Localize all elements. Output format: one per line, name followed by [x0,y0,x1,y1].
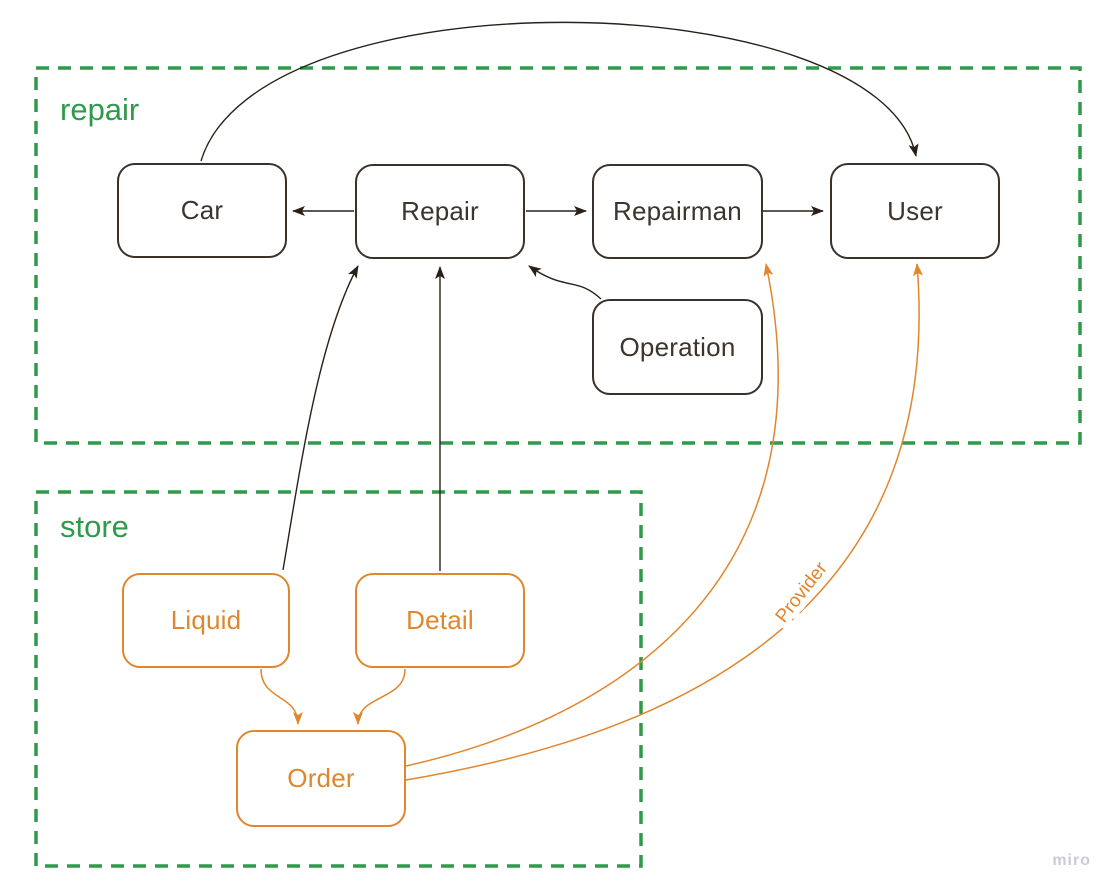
node-liquid-label: Liquid [170,605,242,635]
edge-operation-repair[interactable] [528,265,602,300]
edge-order-repairman[interactable] [405,263,779,767]
node-detail[interactable]: Detail [355,573,525,668]
node-car-label: Car [180,195,224,225]
node-operation-label: Operation [619,331,736,362]
node-liquid[interactable]: Liquid [122,573,290,668]
edge-order-user[interactable] [405,263,923,781]
node-order-label: Order [287,763,355,793]
node-repairman[interactable]: Repairman [592,164,763,259]
frame-label-store: store [60,509,129,544]
node-user-label: User [887,195,943,226]
node-detail-label: Detail [406,605,474,635]
edge-detail-order[interactable] [353,668,406,725]
node-repairman-label: Repairman [613,196,742,226]
node-car[interactable]: Car [117,163,287,258]
node-repair[interactable]: Repair [355,164,525,259]
edge-liquid-repair[interactable] [282,265,359,571]
node-repair-label: Repair [401,196,479,226]
miro-watermark: miro [1052,852,1091,869]
frame-label-repair: repair [60,92,140,127]
edge-label-provider[interactable]: Provider [766,552,839,633]
node-order[interactable]: Order [236,730,406,827]
frame-store[interactable] [34,490,643,868]
edge-liquid-order[interactable] [260,668,303,725]
node-user[interactable]: User [830,163,1000,259]
edge-car-user[interactable] [200,21,919,162]
node-operation[interactable]: Operation [592,299,763,395]
frame-repair[interactable] [34,66,1082,445]
